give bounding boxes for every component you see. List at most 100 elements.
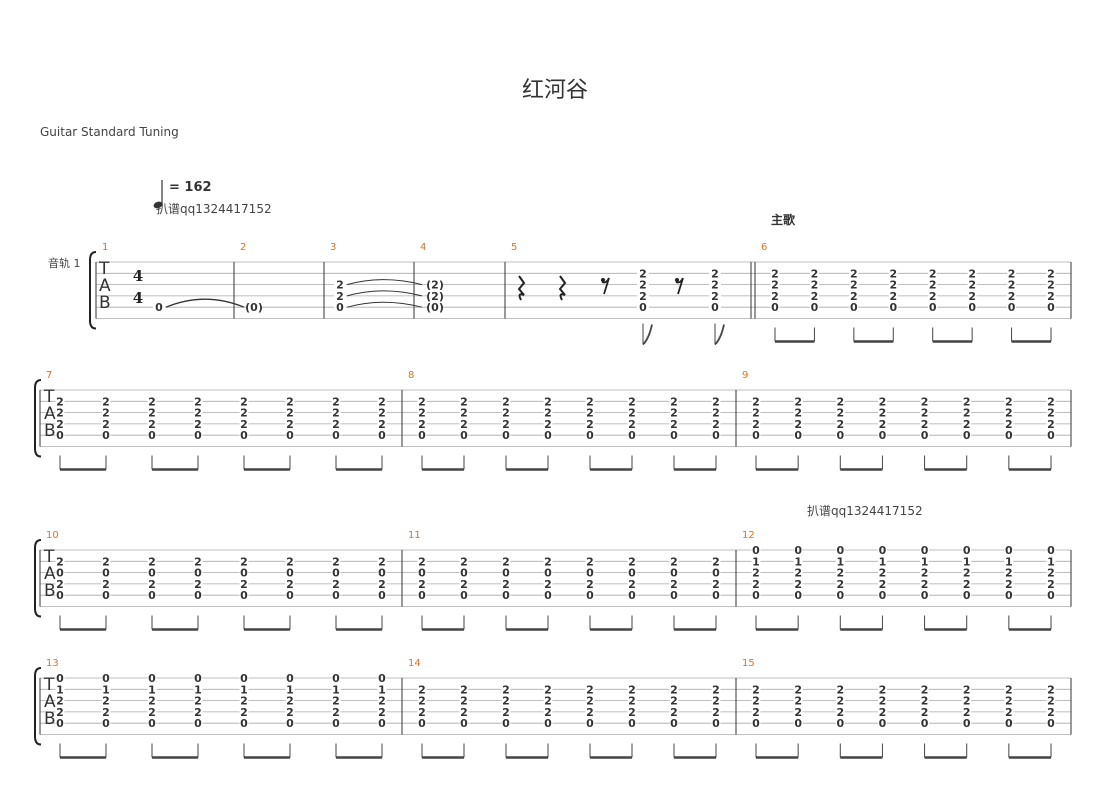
measure-number: 1: [102, 242, 108, 253]
fret-number: 2: [771, 290, 779, 303]
fret-number: 2: [968, 279, 976, 292]
fret-number: 2: [752, 683, 760, 696]
fret-number: 0: [1047, 301, 1055, 314]
fret-bg: [193, 695, 203, 707]
fret-number: 2: [1005, 578, 1013, 591]
fret-bg: [751, 589, 761, 601]
fret-bg: [417, 578, 427, 590]
fret-number: 2: [670, 395, 678, 408]
fret-number: 2: [148, 578, 156, 591]
fret-bg: [543, 567, 553, 579]
fret-number: 0: [879, 717, 887, 730]
fret-number: 2: [148, 418, 156, 431]
fret-number: 2: [418, 683, 426, 696]
fret-bg: [501, 695, 511, 707]
fret-number: 2: [1047, 290, 1055, 303]
fret-bg: [585, 589, 595, 601]
fret-number: 0: [670, 567, 678, 580]
fret-number: 0: [148, 429, 156, 442]
fret-number: 2: [836, 395, 844, 408]
fret-number: 2: [1047, 695, 1055, 708]
fret-number: 1: [332, 683, 340, 696]
fret-bg: [669, 589, 679, 601]
fret-number: 0: [378, 717, 386, 730]
fret-bg: [331, 672, 341, 684]
fret-number: 0: [628, 589, 636, 602]
quarter-rest: [558, 275, 567, 301]
fret-number: 2: [544, 683, 552, 696]
fret-bg: [877, 567, 887, 579]
fret-bg: [835, 418, 845, 430]
fret-bg: [239, 695, 249, 707]
fret-number: 2: [752, 407, 760, 420]
fret-number: 2: [240, 578, 248, 591]
fret-number: 2: [963, 395, 971, 408]
fret-bg: [417, 555, 427, 567]
fret-number: 2: [628, 407, 636, 420]
fret-number: 2: [1005, 418, 1013, 431]
fret-number: 2: [628, 395, 636, 408]
fret-number: 0: [378, 567, 386, 580]
fret-bg: [1046, 589, 1056, 601]
fret-number: 2: [148, 395, 156, 408]
fret-bg: [331, 407, 341, 419]
eighth-flag: [642, 324, 653, 346]
fret-number: 2: [794, 706, 802, 719]
fret-number: 0: [378, 429, 386, 442]
fret-bg: [928, 267, 938, 279]
fret-number: 0: [418, 567, 426, 580]
fret-number: 0: [711, 301, 719, 314]
fret-bg: [849, 279, 859, 291]
fret-bg: [669, 683, 679, 695]
fret-number: 0: [240, 717, 248, 730]
fret-number: 0: [836, 544, 844, 557]
fret-number: 0: [968, 301, 976, 314]
fret-bg: [585, 407, 595, 419]
fret-bg: [920, 578, 930, 590]
fret-bg: [285, 418, 295, 430]
fret-number: 0: [286, 589, 294, 602]
fret-bg: [417, 695, 427, 707]
fret-bg: [967, 279, 977, 291]
fret-number: 2: [586, 578, 594, 591]
fret-bg: [501, 555, 511, 567]
fret-number: 1: [836, 555, 844, 568]
fret-number: 2: [240, 706, 248, 719]
fret-number: 2: [194, 695, 202, 708]
fret-bg: [835, 395, 845, 407]
fret-number: 0: [460, 589, 468, 602]
fret-bg: [585, 578, 595, 590]
fret-bg: [285, 395, 295, 407]
fret-number: 0: [502, 589, 510, 602]
fret-bg: [585, 395, 595, 407]
fret-number: 2: [670, 683, 678, 696]
system-bracket: [34, 379, 42, 458]
fret-number: 0: [240, 567, 248, 580]
fret-number: 2: [963, 695, 971, 708]
fret-bg: [147, 695, 157, 707]
fret-bg: [751, 706, 761, 718]
fret-bg: [417, 589, 427, 601]
fret-bg: [1004, 429, 1014, 441]
fret-bg: [793, 544, 803, 556]
fret-bg: [331, 555, 341, 567]
fret-number: 2: [628, 555, 636, 568]
fret-number: 2: [879, 567, 887, 580]
fret-number: 0: [194, 589, 202, 602]
fret-bg: [809, 301, 819, 313]
fret-bg: [835, 429, 845, 441]
fret-number: 2: [544, 395, 552, 408]
fret-number: 2: [850, 290, 858, 303]
fret-bg: [377, 395, 387, 407]
fret-number: 2: [670, 695, 678, 708]
fret-number: 0: [670, 717, 678, 730]
fret-bg: [55, 578, 65, 590]
fret-bg: [1046, 683, 1056, 695]
fret-number: 2: [1047, 683, 1055, 696]
fret-number: 2: [194, 706, 202, 719]
fret-bg: [193, 589, 203, 601]
fret-bg: [585, 683, 595, 695]
fret-number: 2: [1047, 578, 1055, 591]
fret-number: 2: [836, 578, 844, 591]
fret-number: 2: [836, 418, 844, 431]
